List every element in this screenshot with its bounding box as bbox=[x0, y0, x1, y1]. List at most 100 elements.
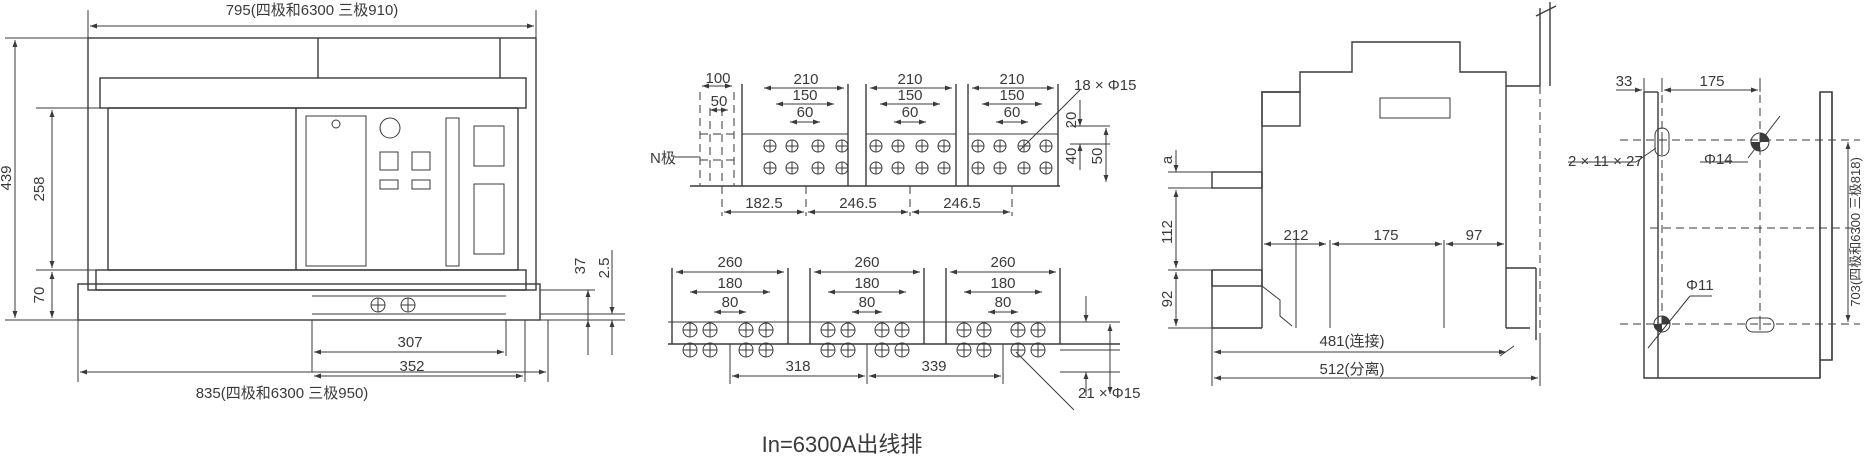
busbar-hole bbox=[738, 342, 754, 358]
front-handle-slot bbox=[445, 117, 460, 267]
busbar-hole bbox=[835, 161, 849, 175]
dim-w-97: 97 bbox=[1466, 227, 1483, 244]
pitch-246-5-a: 246.5 bbox=[839, 195, 877, 212]
busbar-hole bbox=[758, 322, 774, 338]
busbar-hole bbox=[891, 139, 905, 153]
dim-w-307: 307 bbox=[397, 334, 422, 351]
busbar-hole bbox=[1039, 161, 1053, 175]
pitch-339: 339 bbox=[921, 358, 946, 375]
busbar-hole bbox=[1017, 161, 1031, 175]
busbar-hole bbox=[835, 139, 849, 153]
busbar-hole bbox=[869, 139, 883, 153]
bg2-w-260: 260 bbox=[854, 254, 879, 271]
busbar-hole bbox=[869, 161, 883, 175]
dim-a: a bbox=[1159, 155, 1176, 164]
busbar-hole bbox=[820, 342, 836, 358]
busbar-hole bbox=[763, 139, 777, 153]
front-panel bbox=[107, 107, 519, 271]
bottom-hole-note: 21 × Φ15 bbox=[1078, 385, 1140, 402]
busbar-hole bbox=[1030, 322, 1046, 338]
dim-w-175: 175 bbox=[1373, 227, 1398, 244]
busbar-bottom-group-3: 260 180 80 bbox=[945, 254, 1061, 344]
busbar-hole bbox=[894, 342, 910, 358]
busbar-bottom-group-2: 260 180 80 bbox=[809, 254, 925, 344]
bg3-w-180: 180 bbox=[990, 275, 1015, 292]
busbar-top-holes bbox=[763, 139, 1053, 175]
busbar-hole bbox=[1039, 139, 1053, 153]
busbar-hole bbox=[971, 139, 985, 153]
n-pole-dashed bbox=[699, 92, 735, 186]
bg3-w-260: 260 bbox=[990, 254, 1015, 271]
busbar-bottom-holes bbox=[682, 322, 1046, 358]
bg2-w-180: 180 bbox=[854, 275, 879, 292]
busbar-hole bbox=[874, 342, 890, 358]
busbar-hole bbox=[682, 322, 698, 338]
front-knob bbox=[379, 117, 401, 139]
dim-w-212: 212 bbox=[1283, 227, 1308, 244]
busbar-hole bbox=[874, 322, 890, 338]
mount-frame bbox=[1643, 91, 1833, 379]
busbar-hole bbox=[971, 161, 985, 175]
busbar-hole bbox=[763, 161, 777, 175]
front-outer-frame bbox=[87, 37, 537, 291]
dim-h-439: 439 bbox=[0, 165, 15, 190]
busbar-hole bbox=[702, 342, 718, 358]
busbar-hole bbox=[937, 161, 951, 175]
pitch-318: 318 bbox=[785, 358, 810, 375]
g2-w-150: 150 bbox=[897, 87, 922, 104]
dim-h-37: 37 bbox=[572, 258, 589, 275]
dim-w-481: 481(连接) bbox=[1319, 333, 1384, 350]
busbar-hole bbox=[758, 342, 774, 358]
mount-slot-upper bbox=[1654, 127, 1670, 157]
dim-v-92: 92 bbox=[1159, 291, 1176, 308]
mount-hole-11-label: Φ11 bbox=[1686, 277, 1714, 294]
busbar-hole bbox=[820, 322, 836, 338]
busbar-hole bbox=[738, 322, 754, 338]
g1-w-150: 150 bbox=[792, 87, 817, 104]
busbar-hole bbox=[840, 322, 856, 338]
busbar-top-view: 100 50 N极 210 150 60 210 150 60 bbox=[650, 70, 1136, 216]
busbar-hole bbox=[976, 322, 992, 338]
busbar-hole bbox=[682, 342, 698, 358]
g3-w-210: 210 bbox=[999, 71, 1024, 88]
pitch-246-5-b: 246.5 bbox=[943, 195, 981, 212]
mount-height: 703(四极和6300 三极818) bbox=[1848, 157, 1863, 307]
dim-h-70: 70 bbox=[31, 287, 48, 304]
busbar-hole bbox=[894, 322, 910, 338]
g3-w-60: 60 bbox=[1004, 104, 1021, 121]
figure-caption: In=6300A出线排 bbox=[762, 432, 923, 457]
front-terminal-symbols bbox=[370, 297, 416, 313]
busbar-bottom-view: 260 180 80 260 180 80 260 180 80 bbox=[668, 254, 1140, 411]
dim-w-50: 50 bbox=[711, 93, 728, 110]
front-window bbox=[305, 115, 367, 267]
bg1-w-180: 180 bbox=[717, 275, 742, 292]
dim-w-175-mount: 175 bbox=[1699, 73, 1724, 90]
side-outline bbox=[1261, 41, 1507, 328]
busbar-hole bbox=[976, 342, 992, 358]
busbar-hole bbox=[1010, 322, 1026, 338]
mount-view: 2 × 11 × 27 Φ14 Φ11 33 175 703(四极和6300 三… bbox=[1568, 73, 1863, 379]
dim-v-20: 20 bbox=[1063, 112, 1080, 129]
busbar-hole bbox=[840, 342, 856, 358]
pitch-182-5: 182.5 bbox=[745, 195, 783, 212]
mount-hole-11 bbox=[1653, 315, 1671, 333]
g2-w-60: 60 bbox=[902, 104, 919, 121]
g3-w-150: 150 bbox=[999, 87, 1024, 104]
front-base bbox=[77, 283, 541, 321]
top-hole-note: 18 × Φ15 bbox=[1074, 77, 1136, 94]
side-view: a 112 92 212 175 97 481(连接) 512(分离) bbox=[1159, 2, 1557, 386]
dim-width-bottom: 835(四极和6300 三极950) bbox=[196, 385, 369, 402]
mount-hole-14-label: Φ14 bbox=[1704, 151, 1733, 168]
n-pole-label: N极 bbox=[650, 150, 676, 167]
dim-w-33: 33 bbox=[1616, 73, 1633, 90]
dim-w-512: 512(分离) bbox=[1319, 361, 1384, 378]
mount-slot-note: 2 × 11 × 27 bbox=[1568, 153, 1643, 170]
bg2-w-80: 80 bbox=[859, 294, 876, 311]
dim-h-258: 258 bbox=[31, 176, 48, 201]
busbar-hole bbox=[915, 161, 929, 175]
front-top-band bbox=[99, 77, 527, 109]
bg1-w-80: 80 bbox=[722, 294, 739, 311]
busbar-hole bbox=[811, 139, 825, 153]
bg3-w-80: 80 bbox=[995, 294, 1012, 311]
